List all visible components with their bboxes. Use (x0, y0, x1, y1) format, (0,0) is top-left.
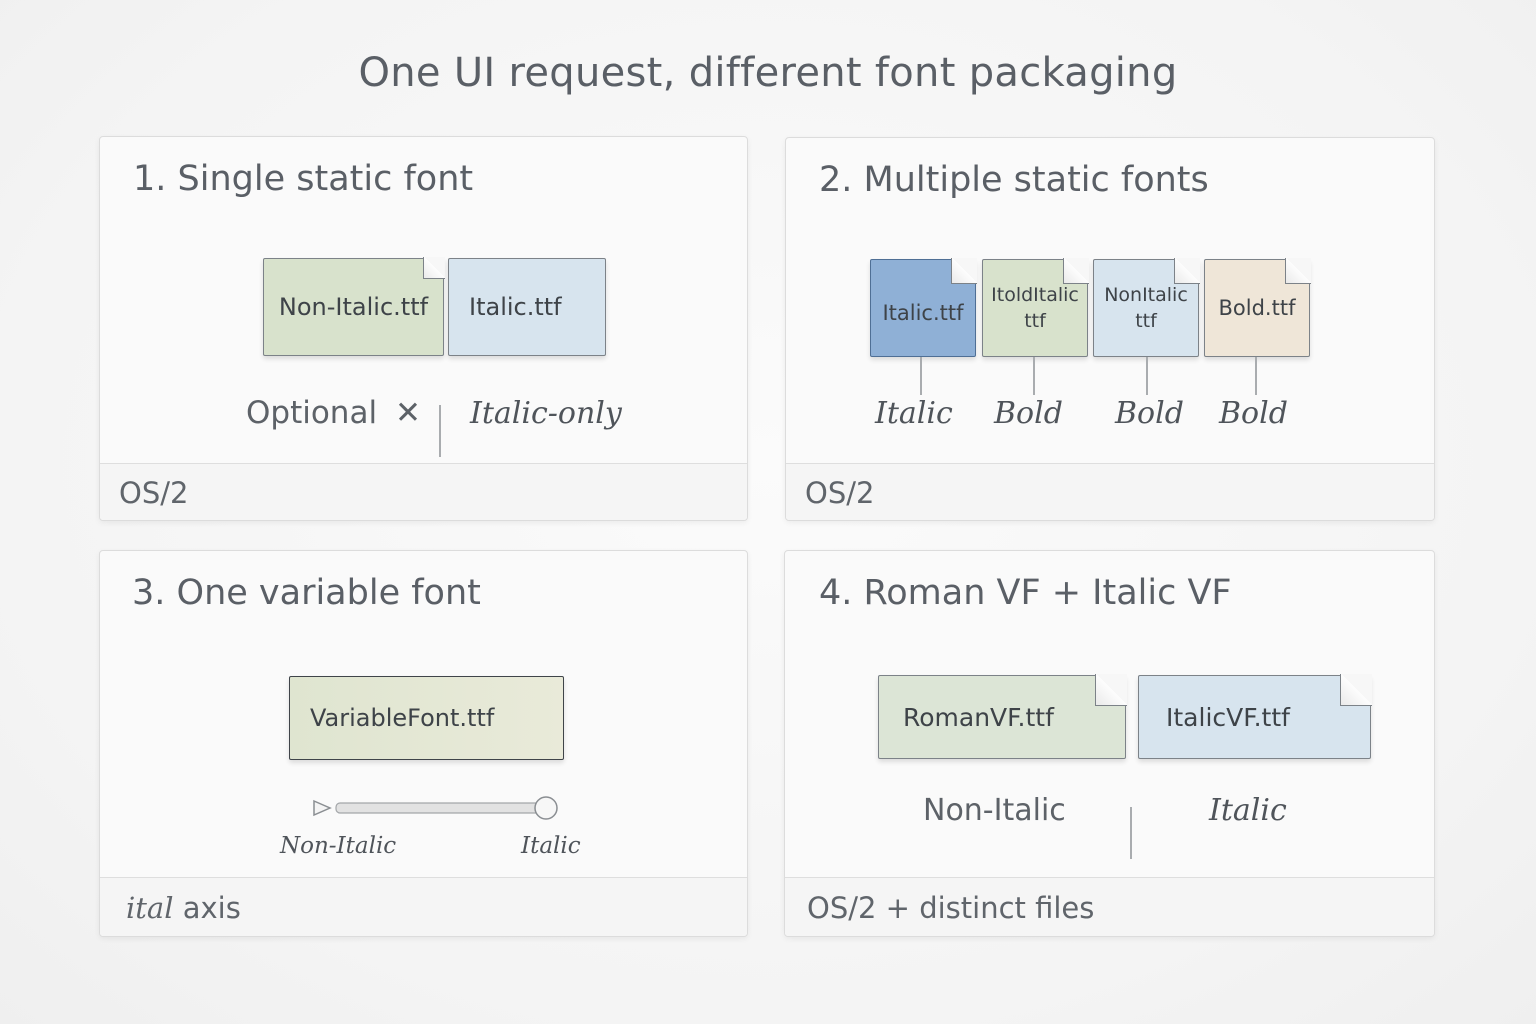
slider-graphic (313, 796, 558, 820)
cross-icon: ✕ (394, 395, 421, 431)
label-non-italic: Non-Italic (923, 793, 1066, 828)
panel-footer: OS/2 (786, 463, 1434, 520)
divider-line (439, 405, 441, 457)
connector-line (1033, 357, 1035, 395)
file-nonitalic-ttf: NonItalic ttf (1093, 258, 1200, 357)
file-name: VariableFont.ttf (310, 704, 495, 732)
page-title: One UI request, different font packaging (358, 50, 1178, 96)
slider-track (335, 802, 547, 814)
panel-multiple-static-fonts: 2. Multiple static fonts Italic.ttf Itol… (785, 137, 1435, 521)
file-italic-ttf: Italic.ttf (448, 258, 606, 356)
ital-axis-slider (310, 795, 560, 821)
connector-line (1255, 357, 1257, 395)
panel-one-variable-font: 3. One variable font VariableFont.ttf No… (99, 550, 748, 937)
style-label-bold: Bold (994, 396, 1063, 431)
panel-footer: ital axis (100, 877, 747, 936)
file-bold-ttf: Bold.ttf (1204, 258, 1311, 357)
connector-line (1146, 357, 1148, 395)
optional-text: Optional (246, 395, 378, 431)
divider-line (1130, 807, 1132, 859)
file-non-italic-ttf: Non-Italic.ttf (263, 257, 445, 356)
file-name-line1: NonItalic (1104, 284, 1188, 306)
slider-label-non-italic: Non-Italic (280, 833, 397, 859)
file-romanvf-ttf: RomanVF.ttf (878, 674, 1127, 759)
panel-title: 4. Roman VF + Italic VF (819, 573, 1232, 613)
slider-thumb (534, 796, 558, 820)
file-name: Italic.ttf (469, 293, 562, 321)
file-name-line1: ItoldItalic (991, 284, 1079, 306)
file-name: Non-Italic.ttf (278, 293, 429, 321)
panel-single-static-font: 1. Single static font Non-Italic.ttf Ita… (99, 136, 748, 521)
file-name: Bold.ttf (1218, 296, 1296, 320)
ital-term: ital (126, 891, 174, 925)
panel-footer: OS/2 (100, 463, 747, 520)
file-italic-ttf: Italic.ttf (870, 258, 977, 357)
footer-text: ital axis (126, 891, 241, 925)
file-italicvf-ttf: ItalicVF.ttf (1138, 674, 1372, 759)
file-variablefont-ttf: VariableFont.ttf (289, 676, 564, 760)
style-label-bold: Bold (1115, 396, 1184, 431)
file-name-line2: ttf (1024, 310, 1046, 332)
italic-only-label: Italic-only (470, 396, 622, 431)
file-itolditalic-ttf: ItoldItalic ttf (982, 258, 1089, 357)
file-name-line2: ttf (1135, 310, 1157, 332)
optional-label: Optional ✕ (246, 395, 421, 431)
connector-line (920, 357, 922, 395)
panel-footer: OS/2 + distinct files (785, 877, 1434, 936)
file-name: RomanVF.ttf (903, 702, 1054, 732)
axis-term: axis (173, 891, 241, 925)
slider-label-italic: Italic (521, 833, 581, 859)
footer-text: OS/2 (805, 476, 875, 510)
panel-title: 3. One variable font (132, 573, 481, 613)
play-icon (313, 799, 332, 817)
file-name: Italic.ttf (882, 301, 964, 325)
label-italic: Italic (1209, 793, 1287, 828)
footer-text: OS/2 (119, 476, 189, 510)
style-label-italic: Italic (875, 396, 953, 431)
footer-text: OS/2 + distinct files (807, 891, 1095, 925)
panel-title: 1. Single static font (133, 159, 474, 199)
panel-roman-vf-italic-vf: 4. Roman VF + Italic VF RomanVF.ttf Ital… (784, 550, 1435, 937)
style-label-bold: Bold (1219, 396, 1288, 431)
file-name: ItalicVF.ttf (1166, 702, 1290, 732)
panel-title: 2. Multiple static fonts (819, 160, 1209, 200)
